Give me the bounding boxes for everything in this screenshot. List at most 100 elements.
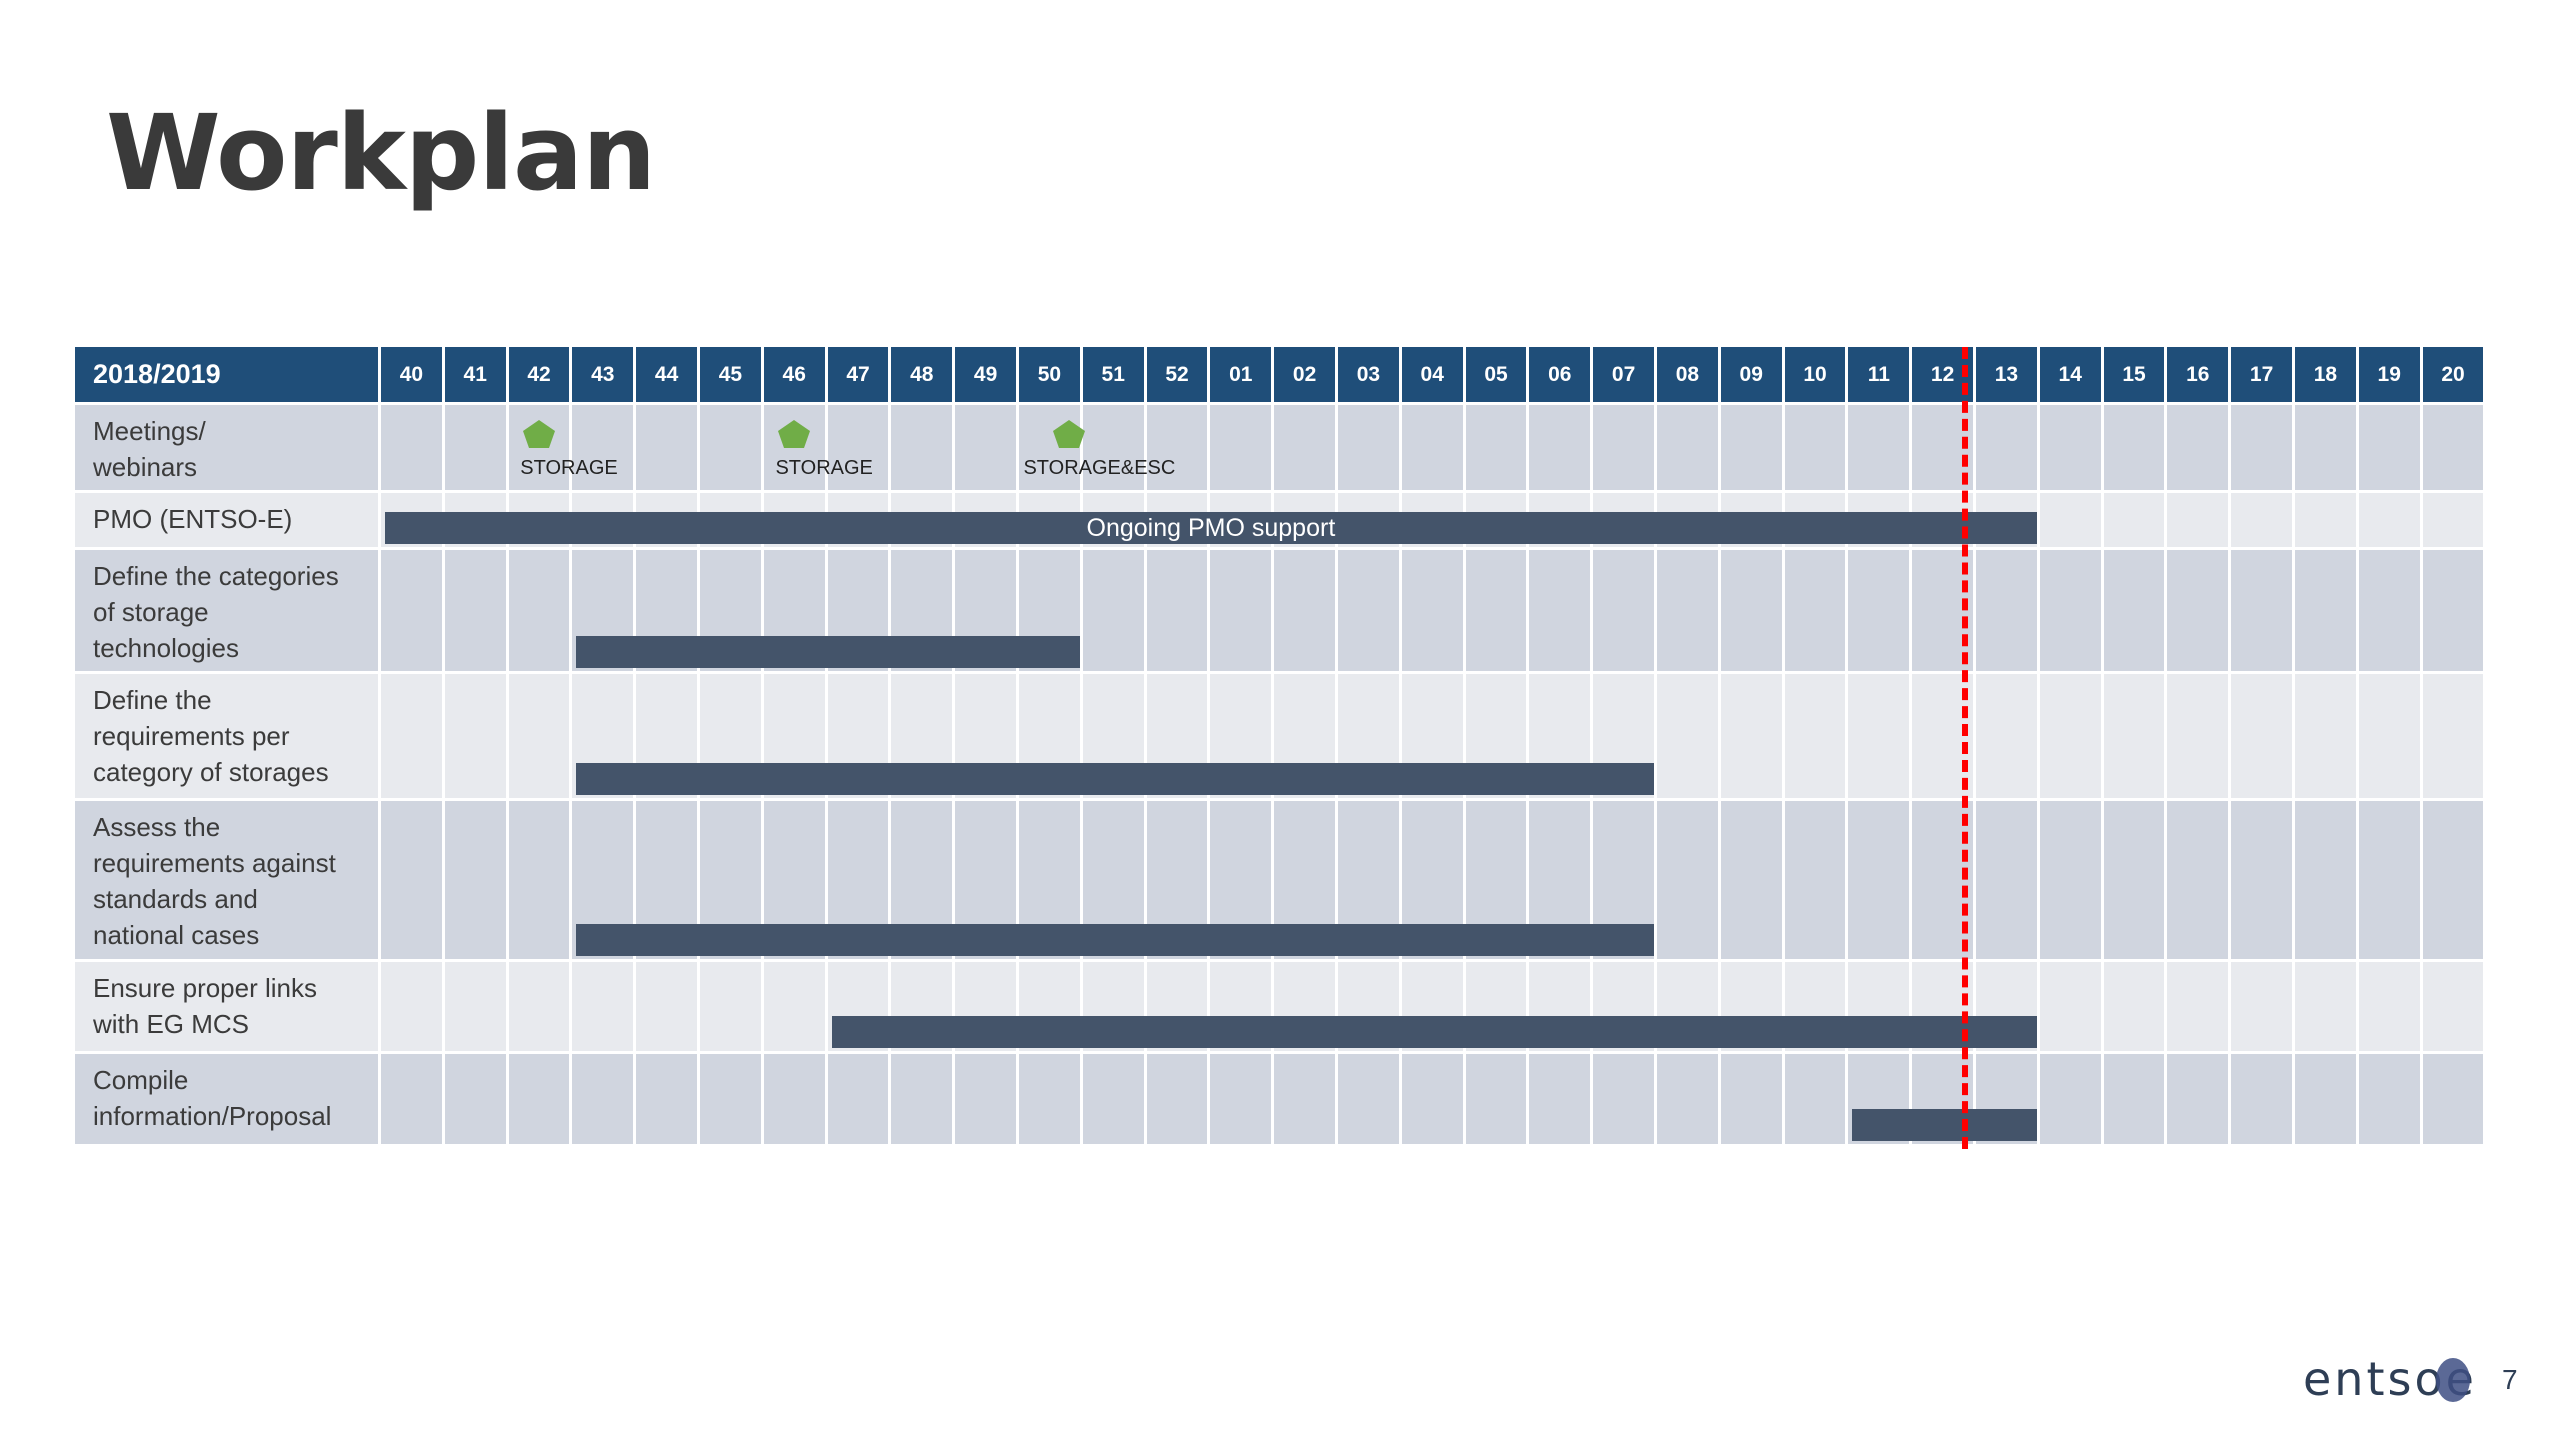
header-week-10: 10 xyxy=(1784,347,1846,402)
task-bar xyxy=(576,636,1080,668)
header-week-18: 18 xyxy=(2295,347,2356,402)
week-cell xyxy=(381,405,442,490)
week-cell xyxy=(444,674,506,798)
header-week-47: 47 xyxy=(827,347,889,402)
week-cell xyxy=(2103,550,2165,671)
week-cell xyxy=(572,962,634,1051)
week-cell xyxy=(2231,1054,2292,1144)
week-cell xyxy=(2422,801,2484,959)
task-bar xyxy=(1852,1109,2037,1141)
week-cell xyxy=(1720,550,1782,671)
week-cell xyxy=(2231,550,2292,671)
header-week-49: 49 xyxy=(955,347,1016,402)
header-week-42: 42 xyxy=(508,347,570,402)
week-cell xyxy=(636,405,697,490)
week-cell xyxy=(2167,405,2229,490)
week-cell xyxy=(827,1054,889,1144)
week-cell xyxy=(1401,405,1463,490)
week-cell xyxy=(700,962,761,1051)
header-week-11: 11 xyxy=(1848,347,1910,402)
week-cell xyxy=(444,801,506,959)
week-cell xyxy=(1146,405,1208,490)
week-cell xyxy=(444,1054,506,1144)
week-cell xyxy=(1593,405,1654,490)
week-cell xyxy=(1082,1054,1144,1144)
week-cell xyxy=(1784,1054,1846,1144)
milestone-pentagon-icon xyxy=(523,420,555,448)
week-cell xyxy=(1976,405,2037,490)
week-cell xyxy=(1465,405,1527,490)
task-bar xyxy=(831,1016,2037,1048)
week-cell xyxy=(1401,1054,1463,1144)
week-cell xyxy=(2167,801,2229,959)
week-cell xyxy=(2295,962,2356,1051)
week-cell xyxy=(572,405,634,490)
week-cell xyxy=(763,962,825,1051)
header-week-15: 15 xyxy=(2103,347,2165,402)
header-week-17: 17 xyxy=(2231,347,2292,402)
week-cell xyxy=(508,801,570,959)
week-cell xyxy=(636,962,697,1051)
week-cell xyxy=(2039,1054,2101,1144)
week-cell xyxy=(381,674,442,798)
week-cell xyxy=(1210,550,1272,671)
task-label: Define the requirements per category of … xyxy=(75,674,378,798)
week-cell xyxy=(1465,550,1527,671)
week-cell xyxy=(2358,674,2420,798)
week-cell xyxy=(2422,962,2484,1051)
week-cell xyxy=(2358,962,2420,1051)
week-cell xyxy=(1848,674,1910,798)
week-cell xyxy=(381,550,442,671)
week-cell xyxy=(2422,1054,2484,1144)
week-cell xyxy=(1720,1054,1782,1144)
week-cell xyxy=(2422,405,2484,490)
week-cell xyxy=(1720,801,1782,959)
task-bar-label: Ongoing PMO support xyxy=(1086,513,1336,542)
header-week-43: 43 xyxy=(572,347,634,402)
header-week-06: 06 xyxy=(1529,347,1591,402)
week-cell xyxy=(1529,405,1591,490)
task-bar xyxy=(576,924,1654,956)
week-cell xyxy=(1529,550,1591,671)
week-cell xyxy=(1657,674,1718,798)
header-week-48: 48 xyxy=(891,347,953,402)
week-cell xyxy=(2231,405,2292,490)
week-cell xyxy=(2103,801,2165,959)
week-cell xyxy=(444,962,506,1051)
week-cell xyxy=(2039,405,2101,490)
week-cell xyxy=(2358,801,2420,959)
week-cell xyxy=(1784,801,1846,959)
week-cell xyxy=(1848,801,1910,959)
week-cell xyxy=(2103,1054,2165,1144)
week-cell xyxy=(2422,674,2484,798)
week-cell xyxy=(1657,405,1718,490)
week-cell xyxy=(2295,405,2356,490)
task-label: Ensure proper links with EG MCS xyxy=(75,962,378,1051)
week-cell xyxy=(2231,801,2292,959)
task-bar xyxy=(385,512,2037,544)
week-cell xyxy=(1338,405,1399,490)
header-week-02: 02 xyxy=(1274,347,1335,402)
week-cell xyxy=(2167,493,2229,547)
week-cell xyxy=(1784,674,1846,798)
header-week-51: 51 xyxy=(1082,347,1144,402)
today-marker-line xyxy=(1962,347,1968,1149)
week-cell xyxy=(2103,962,2165,1051)
week-cell xyxy=(1274,1054,1335,1144)
week-cell xyxy=(1784,550,1846,671)
week-cell xyxy=(2358,493,2420,547)
task-label: Compile information/Proposal xyxy=(75,1054,378,1144)
week-cell xyxy=(1210,1054,1272,1144)
week-cell xyxy=(1465,1054,1527,1144)
week-cell xyxy=(572,1054,634,1144)
week-cell xyxy=(2358,1054,2420,1144)
header-week-08: 08 xyxy=(1657,347,1718,402)
week-cell xyxy=(2231,674,2292,798)
week-cell xyxy=(763,1054,825,1144)
week-cell xyxy=(2295,550,2356,671)
week-cell xyxy=(1082,405,1144,490)
week-cell xyxy=(508,1054,570,1144)
week-cell xyxy=(1210,405,1272,490)
week-cell xyxy=(1784,405,1846,490)
